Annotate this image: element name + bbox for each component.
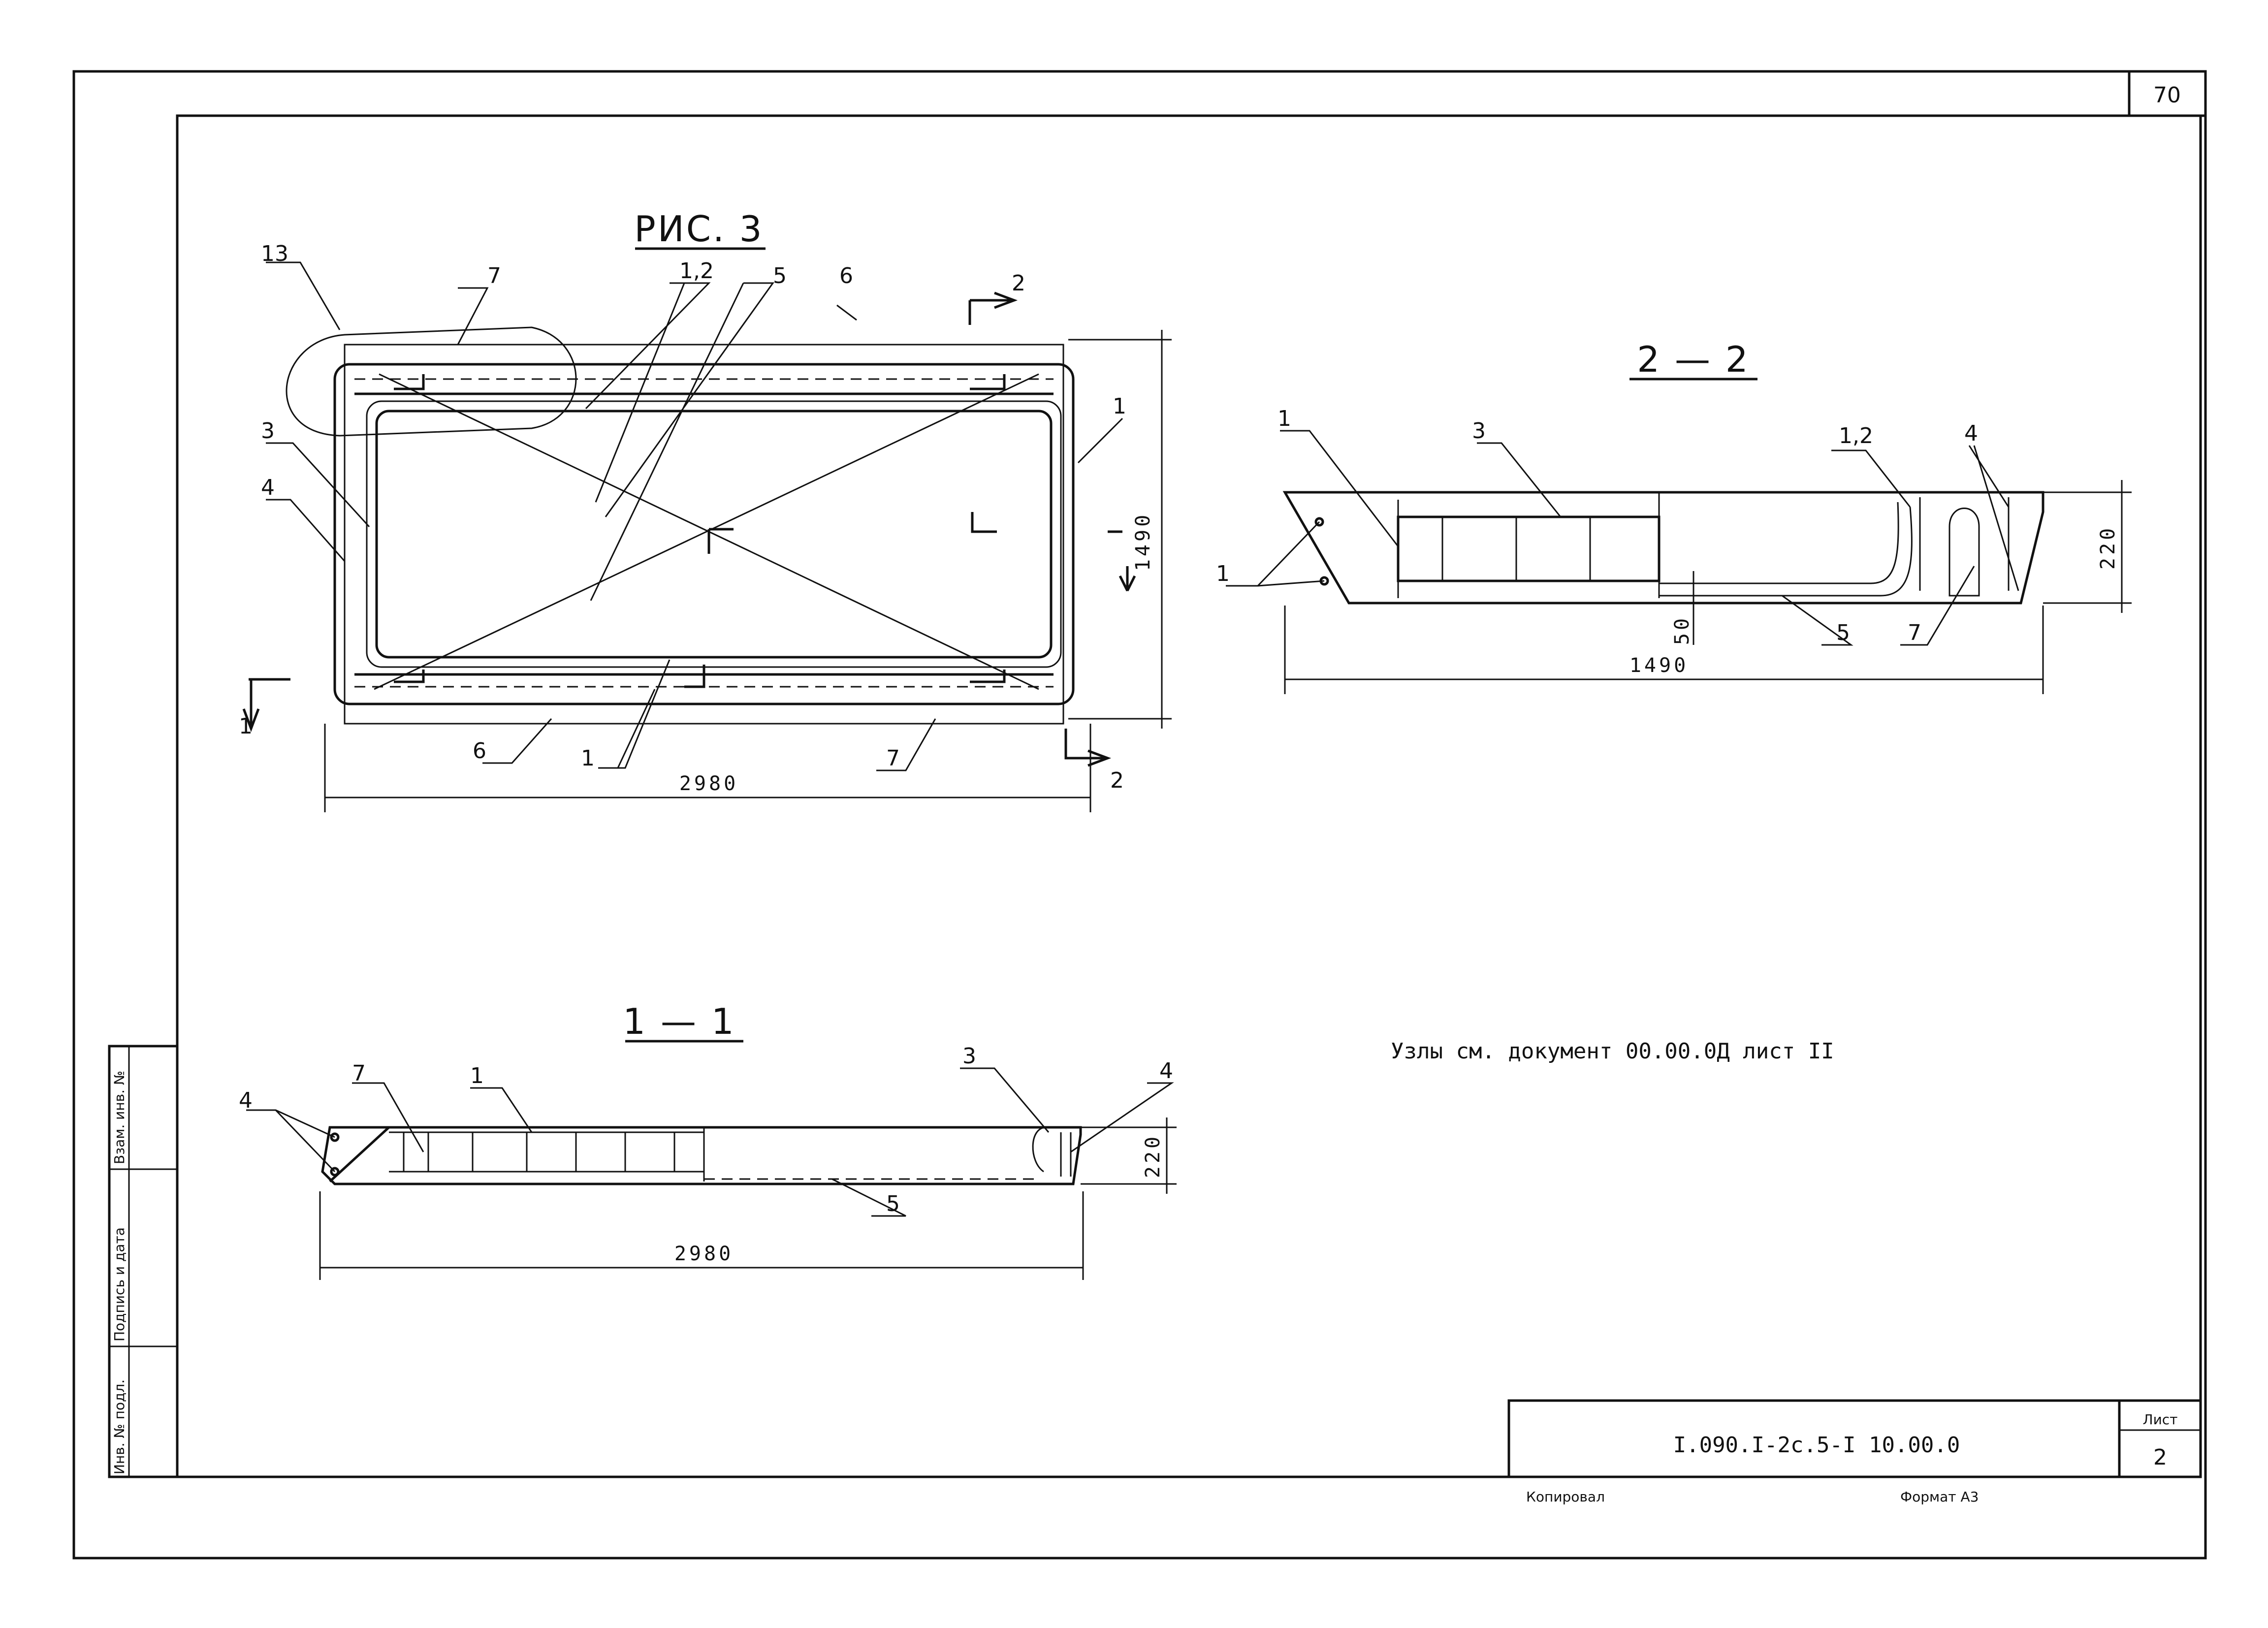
fig3-callout-3: 3 xyxy=(261,418,275,444)
sheet-number: 2 xyxy=(2153,1445,2167,1470)
title-block: I.090.I-2c.5-I 10.00.0 Лист 2 xyxy=(1507,1399,2202,1478)
section-22-callout-7: 7 xyxy=(1908,620,1921,645)
fig3-opening xyxy=(375,410,1053,659)
page-number-box: 70 xyxy=(2128,70,2207,117)
fig3-callout-5: 5 xyxy=(773,263,787,288)
fig3-detail-13 xyxy=(286,326,577,437)
fig3-title: РИС. 3 xyxy=(634,208,764,250)
stamp-replace-inv: Взам. инв. № xyxy=(111,1071,128,1164)
side-stamp: Инв. № подл. Подпись и дата Взам. инв. № xyxy=(108,1045,179,1478)
section-2-2: 2 — 2 1 3 1,2 4 1 5 7 1490 220 50 xyxy=(1216,339,2132,694)
section-11-callout-5: 5 xyxy=(886,1191,900,1216)
stamp-inv-no: Инв. № подл. xyxy=(111,1379,128,1474)
outer-frame xyxy=(72,70,2207,1560)
copied-label: Копировал xyxy=(1526,1489,1605,1505)
fig3-callout-7a: 7 xyxy=(487,263,501,288)
fig3-slab-edge xyxy=(344,344,1064,725)
section-11-dim-length: 2980 xyxy=(674,1243,734,1265)
fig3-callout-13: 13 xyxy=(261,241,288,266)
section-22-callout-4: 4 xyxy=(1964,421,1978,446)
format-label: Формат А3 xyxy=(1900,1489,1979,1505)
section-22-dim-50: 50 xyxy=(1671,615,1693,645)
fig3-plan: РИС. 3 13 7 1,2 5 6 2 3 4 1 1 6 xyxy=(239,208,1172,812)
section-11-callout-7: 7 xyxy=(352,1061,366,1086)
fig3-diagonal-b xyxy=(374,373,1039,690)
nodes-note: Узлы см. документ 00.00.0Д лист II xyxy=(1391,1039,1834,1064)
stamp-code: I.090.I-2c.5-I 10.00.0 xyxy=(1673,1433,1960,1458)
fig3-dim-length: 2980 xyxy=(679,772,738,795)
section-11-callout-4a: 4 xyxy=(239,1088,253,1113)
stamp-sign-date: Подпись и дата xyxy=(111,1227,128,1341)
section-11-profile xyxy=(321,1126,1082,1185)
section-22-callout-12: 1,2 xyxy=(1839,423,1873,448)
page-number: 70 xyxy=(2153,83,2181,108)
section-22-title: 2 — 2 xyxy=(1637,339,1750,380)
inner-frame xyxy=(176,114,2202,1478)
section-22-callout-1b: 1 xyxy=(1216,561,1230,586)
fig3-dim-height: 1490 xyxy=(1132,512,1154,571)
section-22-callout-5: 5 xyxy=(1836,620,1850,645)
section-11-callout-4b: 4 xyxy=(1159,1058,1173,1084)
fig3-cut-2-bottom: 2 xyxy=(1110,768,1124,793)
sheet-label: Лист xyxy=(2143,1411,2178,1428)
fig3-callout-7b: 7 xyxy=(886,746,900,771)
section-11-callout-1: 1 xyxy=(470,1063,484,1088)
section-22-dim-width: 1490 xyxy=(1629,654,1689,677)
fig3-callout-1-right: 1 xyxy=(1113,394,1126,419)
fig3-callout-6b: 6 xyxy=(473,738,486,764)
fig3-callout-4: 4 xyxy=(261,475,275,500)
section-22-dim-height: 220 xyxy=(2097,525,2119,570)
fig3-callout-6a: 6 xyxy=(839,263,853,288)
section-11-callout-3: 3 xyxy=(962,1044,976,1069)
fig3-callout-1b: 1 xyxy=(581,746,595,771)
section-22-callout-1: 1 xyxy=(1278,406,1291,431)
section-1-1: 1 — 1 4 7 1 3 4 5 2980 220 xyxy=(239,1001,1177,1280)
section-11-title: 1 — 1 xyxy=(623,1001,735,1042)
fig3-cut-2-top: 2 xyxy=(1012,271,1025,296)
fig3-callout-12: 1,2 xyxy=(679,258,714,284)
section-22-callout-3: 3 xyxy=(1472,418,1486,444)
section-11-dim-height: 220 xyxy=(1142,1134,1164,1178)
